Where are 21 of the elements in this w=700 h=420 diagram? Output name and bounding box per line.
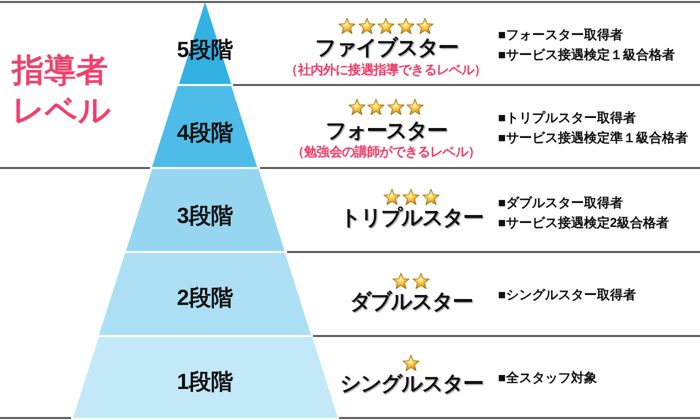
tier-label: 2段階 xyxy=(176,285,234,311)
requirement-item: ■サービス接遇検定準１級合格者 xyxy=(498,130,688,146)
requirement-item: ■シングルスター取得者 xyxy=(498,287,636,303)
tier-label: 3段階 xyxy=(176,203,234,229)
requirement-item: ■サービス接遇検定１級合格者 xyxy=(498,47,675,63)
level-title: トリプルスター xyxy=(340,206,482,230)
requirement-item: ■トリプルスター取得者 xyxy=(498,110,636,126)
tier-label: 1段階 xyxy=(176,369,234,395)
level-title: フォースター xyxy=(326,118,446,144)
group-heading: 指導者レベル xyxy=(12,51,112,130)
requirement-item: ■サービス接遇検定2級合格者 xyxy=(498,215,670,231)
pyramid-tier xyxy=(176,2,234,84)
level-title: シングルスター xyxy=(340,372,482,396)
level-description: （社内外に接遇指導できるレベル） xyxy=(285,62,487,78)
requirement-item: ■ダブルスター取得者 xyxy=(498,195,623,211)
tier-label: 4段階 xyxy=(176,120,234,146)
level-title: ファイブスター xyxy=(314,36,458,60)
level-title: ダブルスター xyxy=(350,290,472,314)
requirement-item: ■全スタッフ対象 xyxy=(498,370,597,386)
level-description: （勉強会の講師ができるレベル） xyxy=(292,144,480,160)
requirement-item: ■フォースター取得者 xyxy=(498,27,623,43)
